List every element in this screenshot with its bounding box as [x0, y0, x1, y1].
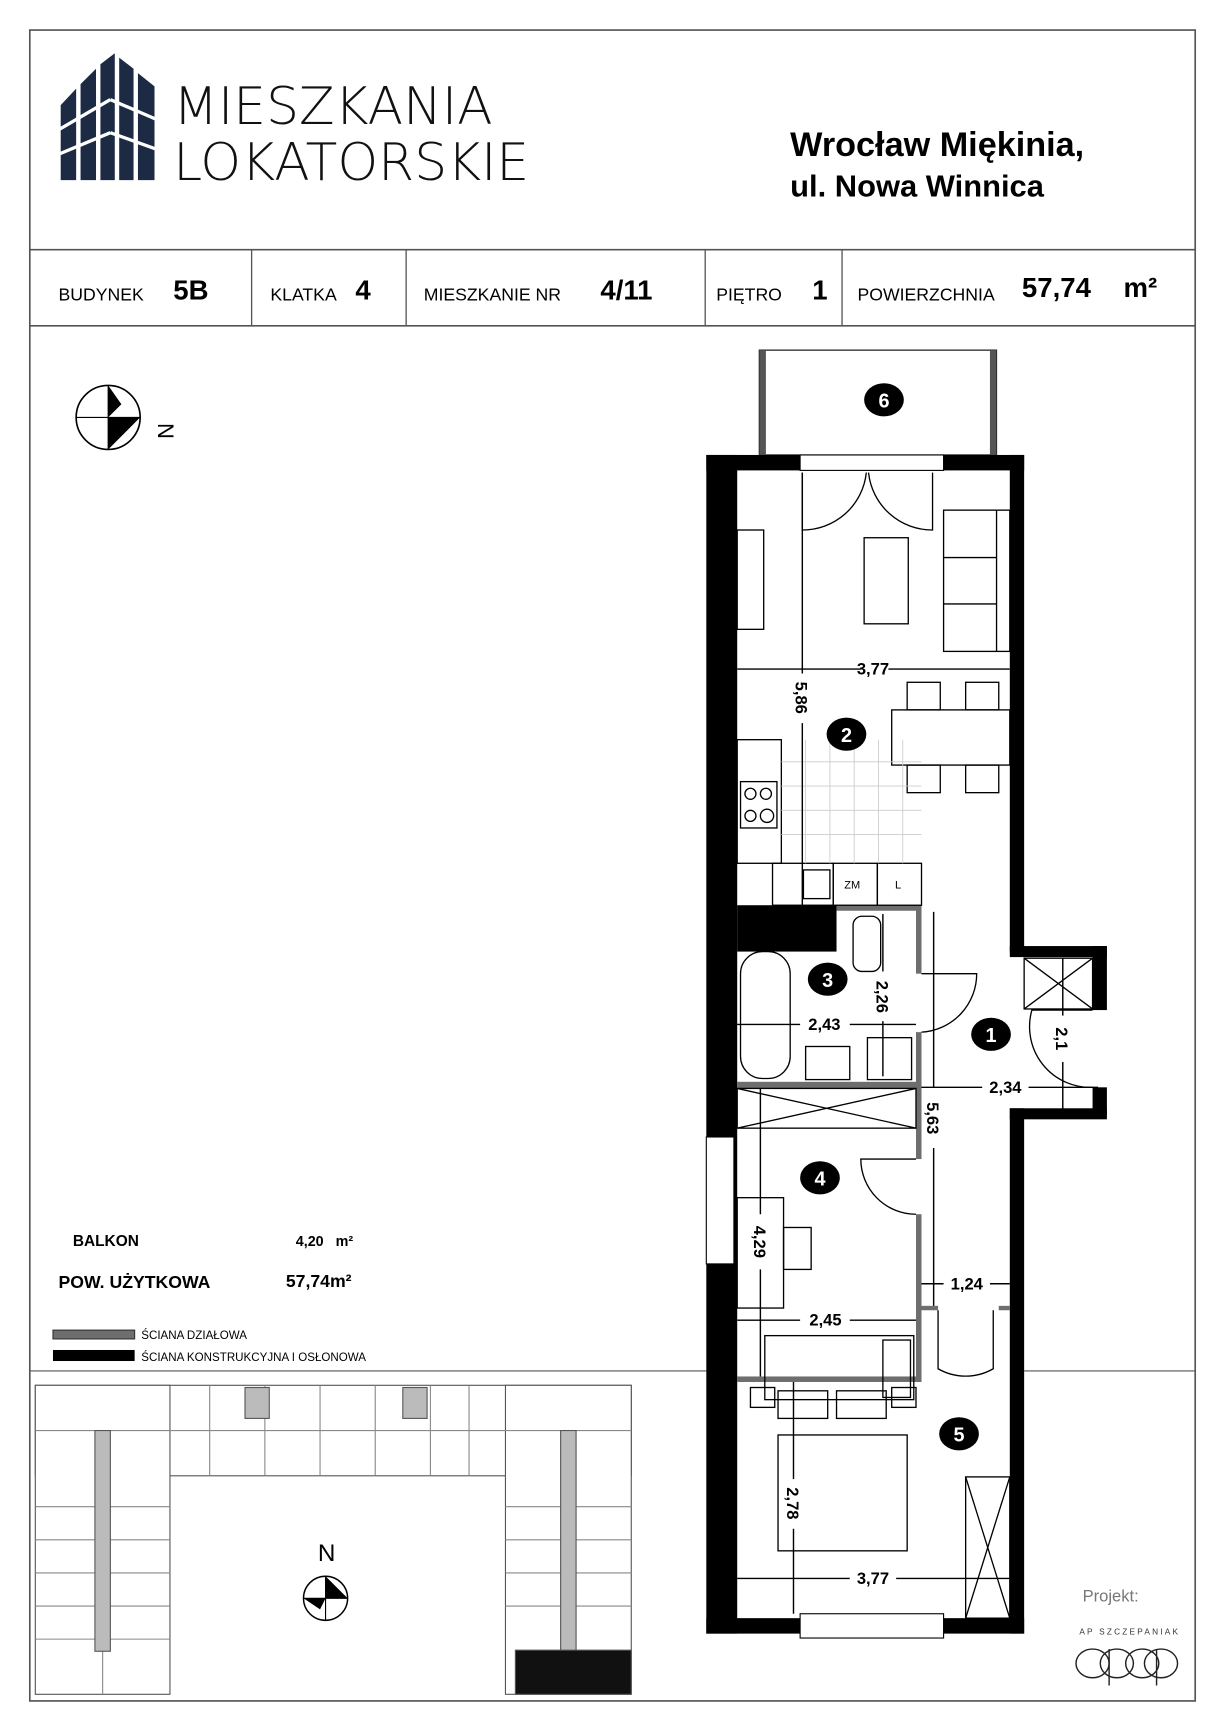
area-label: POWIERZCHNIA — [858, 284, 995, 304]
room-number-5: 5 — [954, 1425, 965, 1447]
room-number-1: 1 — [986, 1025, 997, 1047]
usable-area-label: POW. UŻYTKOWA — [58, 1272, 210, 1292]
washer-label: L — [895, 880, 901, 892]
dim-bath-length: 2,26 — [872, 981, 891, 1013]
building-value: 5B — [173, 274, 208, 305]
address-line1: Wrocław Miękinia, — [790, 126, 1084, 164]
dim-bath-width: 2,43 — [808, 1015, 840, 1034]
site-plan — [34, 1384, 632, 1695]
address-line2: ul. Nowa Winnica — [790, 169, 1045, 204]
dim-hall-length: 5,63 — [923, 1102, 942, 1134]
dim-corridor-width: 1,24 — [951, 1274, 984, 1293]
room4-window — [705, 1136, 735, 1265]
legend-swatch-partition — [52, 1329, 136, 1340]
floor-value: 1 — [812, 274, 827, 305]
balcony-door-frame — [799, 454, 945, 471]
apartment-label: MIESZKANIE NR — [424, 284, 561, 304]
balcony-value: 4,20 m² — [296, 1234, 354, 1250]
info-row: BUDYNEK 5B KLATKA 4 MIESZKANIE NR 4/11 P… — [58, 272, 1157, 305]
furniture — [736, 472, 1094, 1619]
building-label: BUDYNEK — [58, 284, 144, 304]
room-number-6: 6 — [878, 391, 889, 413]
area-value: 57,74 — [1022, 272, 1092, 303]
dim-room4-length: 4,29 — [750, 1226, 769, 1258]
floor-label: PIĘTRO — [716, 284, 782, 304]
kitchen-tiles — [781, 739, 922, 864]
brand-line2: LOKATORSKIE — [173, 133, 529, 193]
bedroom-window — [799, 1613, 945, 1639]
apartment-value: 4/11 — [600, 274, 652, 305]
dim-entry-door: 2,1 — [1052, 1027, 1071, 1050]
brand-line1: MIESZKANIA — [173, 77, 492, 137]
stair-label: KLATKA — [270, 284, 337, 304]
dimension-lines — [737, 472, 1099, 1614]
compass-north-label: N — [153, 423, 178, 439]
dim-hall-width: 2,34 — [989, 1078, 1022, 1097]
site-compass-icon — [302, 1575, 349, 1622]
structural-walls — [706, 454, 1107, 1634]
logo-building-icon — [56, 53, 158, 181]
project-label: Projekt: — [1083, 1587, 1139, 1606]
usable-area-value: 57,74m² — [286, 1271, 352, 1291]
dim-room5-width: 3,77 — [857, 1569, 889, 1588]
room-number-2: 2 — [841, 725, 852, 747]
fridge-label: ZM — [844, 880, 860, 892]
balcony-label: BALKON — [73, 1233, 139, 1250]
partition-walls — [737, 905, 1010, 1382]
dim-room4-width: 2,45 — [809, 1311, 841, 1330]
legend-swatch-structural — [52, 1349, 135, 1362]
compass-icon — [75, 384, 141, 451]
room-markers: 1 2 3 4 5 6 — [800, 383, 1011, 1451]
room-number-3: 3 — [822, 970, 833, 992]
dim-room5-length: 2,78 — [783, 1487, 802, 1519]
architect-firm: AP SZCZEPANIAK — [1079, 1628, 1180, 1637]
legend-structural-label: ŚCIANA KONSTRUKCYJNA I OSŁONOWA — [141, 1351, 366, 1364]
legend-partition-label: ŚCIANA DZIAŁOWA — [141, 1329, 247, 1342]
area-unit: m² — [1123, 272, 1157, 303]
page-frame — [28, 29, 1197, 1702]
stair-value: 4 — [355, 274, 371, 305]
room-number-4: 4 — [814, 1169, 825, 1191]
dim-living-width: 3,77 — [857, 660, 889, 679]
architect-logo — [1075, 1648, 1179, 1686]
dim-living-length: 5,86 — [792, 682, 811, 714]
site-north-label: N — [318, 1540, 336, 1567]
info-column-dividers — [250, 249, 843, 326]
